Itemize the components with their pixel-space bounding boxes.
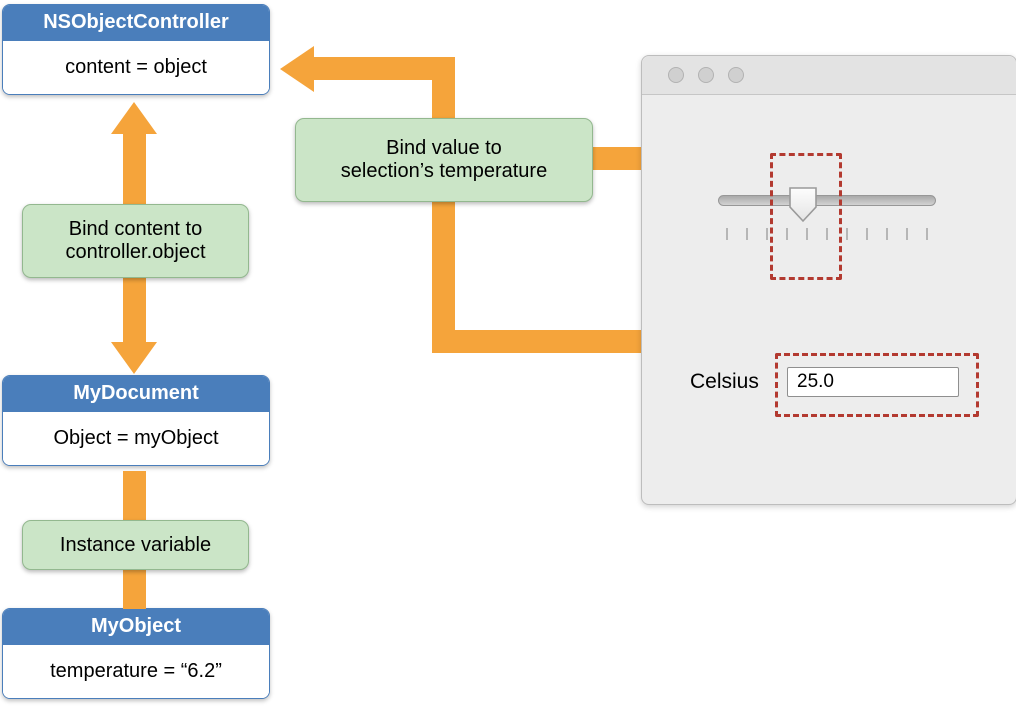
field-highlight-box <box>775 353 979 417</box>
window-titlebar <box>642 56 1016 95</box>
mac-window: Celsius <box>641 55 1016 505</box>
nsobjectcontroller-content: content = object <box>3 41 269 94</box>
myobject-node: MyObject temperature = “6.2” <box>2 608 270 699</box>
arrow-up-head <box>111 102 157 134</box>
bind-value-label: Bind value to selection’s temperature <box>295 118 593 202</box>
temperature-slider-thumb[interactable] <box>788 186 818 223</box>
slider-thumb-icon <box>789 187 817 223</box>
slider-tick-marks <box>726 228 928 240</box>
mydocument-title: MyDocument <box>3 376 269 412</box>
window-minimize-button[interactable] <box>698 67 714 83</box>
mydocument-node: MyDocument Object = myObject <box>2 375 270 466</box>
binding-vertical-shaft <box>432 57 455 353</box>
instance-variable-label: Instance variable <box>22 520 249 570</box>
arrow-to-controller-head <box>280 46 314 92</box>
arrow-to-controller-shaft <box>314 57 455 80</box>
nsobjectcontroller-title: NSObjectController <box>3 5 269 41</box>
myobject-title: MyObject <box>3 609 269 645</box>
window-zoom-button[interactable] <box>728 67 744 83</box>
temperature-slider-track[interactable] <box>718 195 936 206</box>
bind-content-label: Bind content to controller.object <box>22 204 249 278</box>
temperature-field[interactable] <box>787 367 959 397</box>
nsobjectcontroller-node: NSObjectController content = object <box>2 4 270 95</box>
slider-highlight-box <box>770 153 842 280</box>
myobject-content: temperature = “6.2” <box>3 645 269 698</box>
celsius-label: Celsius <box>690 370 759 393</box>
mydocument-content: Object = myObject <box>3 412 269 465</box>
arrow-down-head <box>111 342 157 374</box>
window-close-button[interactable] <box>668 67 684 83</box>
